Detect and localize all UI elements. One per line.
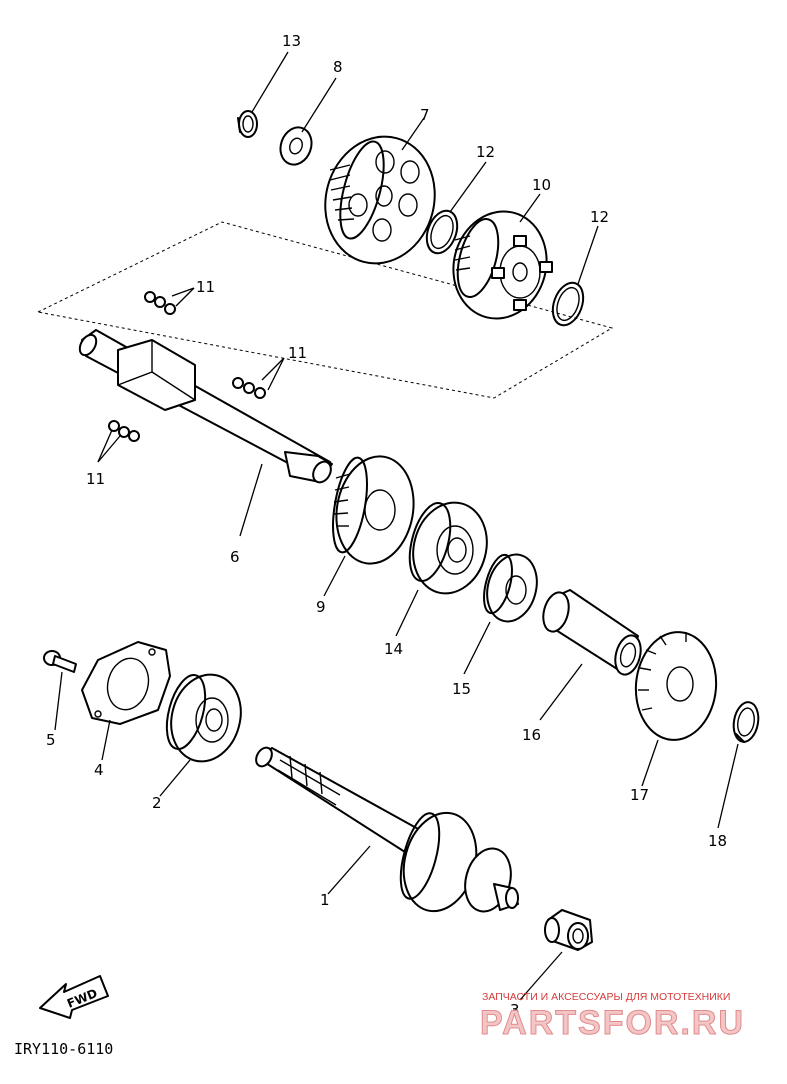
part-11-balls-b xyxy=(232,377,266,399)
callout-13: 13 xyxy=(282,32,301,50)
callout-17: 17 xyxy=(630,786,649,804)
callout-labels: 1 2 3 4 5 6 7 8 9 10 11 11 11 12 12 13 1… xyxy=(46,32,727,1019)
part-3-bushing xyxy=(544,909,593,951)
part-9-gear xyxy=(332,455,415,565)
part-16-collar xyxy=(542,589,642,676)
part-14-bearing xyxy=(408,501,488,595)
callout-1: 1 xyxy=(320,891,330,909)
watermark-brand: PARTSFOR.RU xyxy=(480,1004,745,1042)
part-11-balls-c xyxy=(108,420,140,442)
callout-12-b: 12 xyxy=(590,208,609,226)
part-1-main-shaft xyxy=(255,746,519,913)
callout-11-c: 11 xyxy=(86,470,105,488)
callout-2: 2 xyxy=(152,794,162,812)
part-12-circlip-upper xyxy=(425,209,459,255)
part-4-plate xyxy=(81,641,171,725)
part-13-circlip xyxy=(237,110,258,138)
fwd-arrow-icon: FWD xyxy=(39,975,109,1019)
diagram-code: IRY110-6110 xyxy=(14,1040,113,1058)
callout-8: 8 xyxy=(333,58,343,76)
part-8-washer xyxy=(279,126,313,166)
part-10-dog-gear xyxy=(452,210,553,320)
callout-12-a: 12 xyxy=(476,143,495,161)
callout-6: 6 xyxy=(230,548,240,566)
watermark-tagline: ЗАПЧАСТИ И АКСЕССУАРЫ ДЛЯ МОТОТЕХНИКИ xyxy=(482,991,730,1003)
part-12-circlip-lower xyxy=(551,281,585,327)
callout-7: 7 xyxy=(420,106,430,124)
callout-14: 14 xyxy=(384,640,403,658)
part-7-gear xyxy=(324,135,436,265)
callout-3: 3 xyxy=(510,1001,520,1019)
part-11-balls-a xyxy=(144,291,176,315)
leader-lines xyxy=(54,51,739,1001)
callout-10: 10 xyxy=(532,176,551,194)
callout-16: 16 xyxy=(522,726,541,744)
part-6-shaft xyxy=(78,329,333,484)
part-17-sprocket xyxy=(634,631,718,741)
part-15-oil-seal xyxy=(483,553,538,623)
callout-11-b: 11 xyxy=(288,344,307,362)
callout-18: 18 xyxy=(708,832,727,850)
part-18-circlip xyxy=(732,701,760,743)
callout-9: 9 xyxy=(316,598,326,616)
callout-11-a: 11 xyxy=(196,278,215,296)
callout-4: 4 xyxy=(94,761,104,779)
part-5-bolt xyxy=(43,650,77,673)
assembly-frame xyxy=(36,221,614,399)
callout-15: 15 xyxy=(452,680,471,698)
callout-5: 5 xyxy=(46,731,56,749)
part-2-bearing xyxy=(165,673,242,763)
